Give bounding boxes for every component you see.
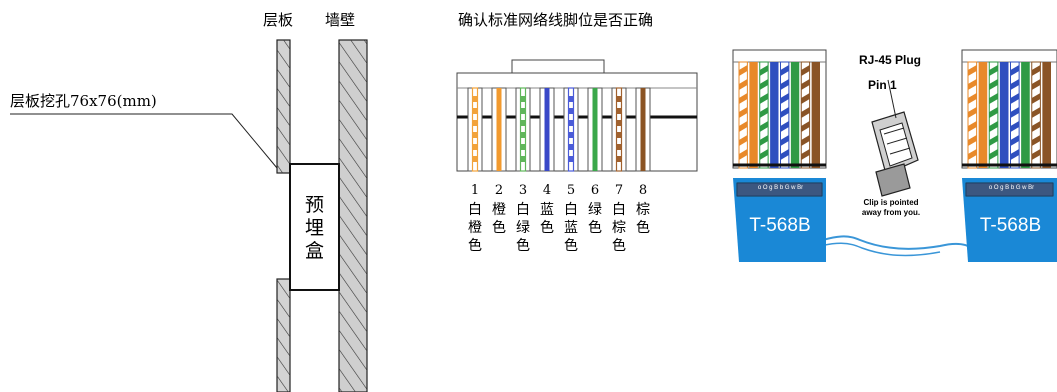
pin-number: 2 [494,183,504,198]
shelf-wall-drawing [10,39,368,392]
pin-color-name: 蓝色 [540,202,554,236]
pin-number: 4 [542,183,552,198]
rj45-plug-title: RJ-45 Plug [859,53,922,67]
pin-color-name: 棕色 [636,202,650,236]
pin-slot [467,87,483,172]
hole-size-label: 层板挖孔76x76(mm) [10,92,157,110]
pin-slot [539,87,555,172]
left-plug-label: T-568B [749,215,811,236]
hole-leader-line [10,113,278,169]
pin-slot [491,87,507,172]
pin1-label: Pin 1 [868,78,897,92]
embedded-box [289,163,340,291]
right-plug-label: T-568B [979,215,1042,236]
embedded-box-label: 预 埋 盒 [304,194,324,262]
right-plug-pin-codes: o O g B b G w Br [988,185,1035,191]
pin-color-name: 白蓝色 [564,202,578,254]
pin-slot [611,87,627,172]
pin-slot [635,87,651,172]
right-t568b-plug [961,49,1057,262]
pin-color-name: 绿色 [588,202,602,236]
pin-slot [587,87,603,172]
pinout-title: 确认标准网络线脚位是否正确 [458,11,654,29]
pin-number: 7 [614,183,624,198]
pin-color-name: 白棕色 [612,202,626,254]
clip-note: Clip is pointed away from you. [861,198,921,217]
pin-slot [515,87,531,172]
pin-number: 6 [590,183,600,198]
rj45-plug-illustration [871,79,919,197]
shelf-label: 层板 [263,11,294,29]
pin-number: 1 [470,183,480,198]
patch-cable [799,235,977,253]
connector-drawing [456,59,698,172]
left-t568b-plug [732,49,827,262]
pin-slot [563,87,579,172]
pin-number: 8 [638,183,648,198]
pin-color-name: 白橙色 [468,202,482,254]
pin-number: 3 [518,183,528,198]
pin-color-name: 白绿色 [516,202,530,254]
connector-bracket [511,59,605,73]
left-plug-pin-codes: o O g B b G w Br [757,185,804,191]
wall-label: 墙壁 [325,11,356,29]
pin-color-name: 橙色 [492,202,506,236]
pin-number: 5 [566,183,576,198]
